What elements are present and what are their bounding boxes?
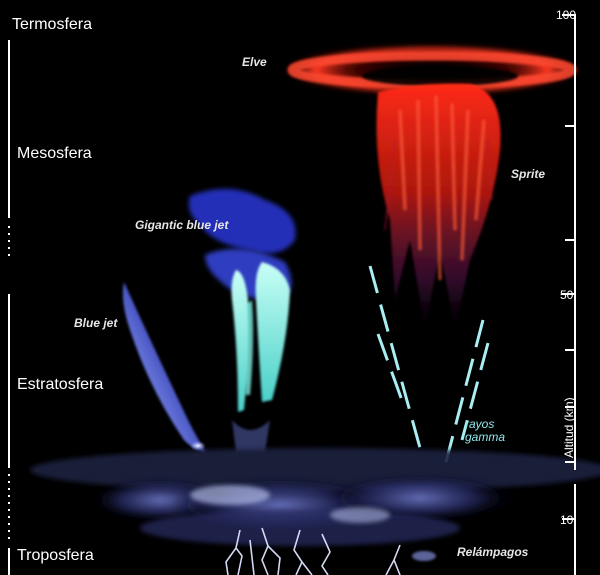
thermosphere-label: Termosfera xyxy=(12,16,93,33)
altitude-tick-label: 100 xyxy=(556,8,577,22)
sprite-shape xyxy=(376,83,501,331)
stratosphere-label: Estratosfera xyxy=(17,376,104,393)
storm-clouds xyxy=(30,448,600,546)
altitude-tick-label: 50 xyxy=(560,288,574,302)
blue-jet-shape xyxy=(122,282,206,452)
mesosphere-label: Mesosfera xyxy=(17,145,92,162)
gamma-ray-lines xyxy=(368,265,490,463)
troposphere-label: Troposfera xyxy=(17,547,94,564)
gamma-rays-label: rayos gamma xyxy=(465,417,506,444)
gigantic-blue-jet-shape xyxy=(188,188,296,452)
altitude-axis-title: Altitud (km) xyxy=(562,397,576,458)
elve-shape xyxy=(282,44,582,96)
elve-label: Elve xyxy=(242,55,267,69)
altitude-tick-label: 10 xyxy=(560,513,574,527)
lightning-label: Relámpagos xyxy=(457,545,529,559)
lightning-bolts xyxy=(225,527,401,575)
gigantic-blue-jet-label: Gigantic blue jet xyxy=(135,218,229,232)
blue-jet-label: Blue jet xyxy=(74,316,118,330)
sprite-label: Sprite xyxy=(511,167,546,181)
altitude-ticks xyxy=(562,14,575,520)
lightning-glow xyxy=(412,551,436,561)
